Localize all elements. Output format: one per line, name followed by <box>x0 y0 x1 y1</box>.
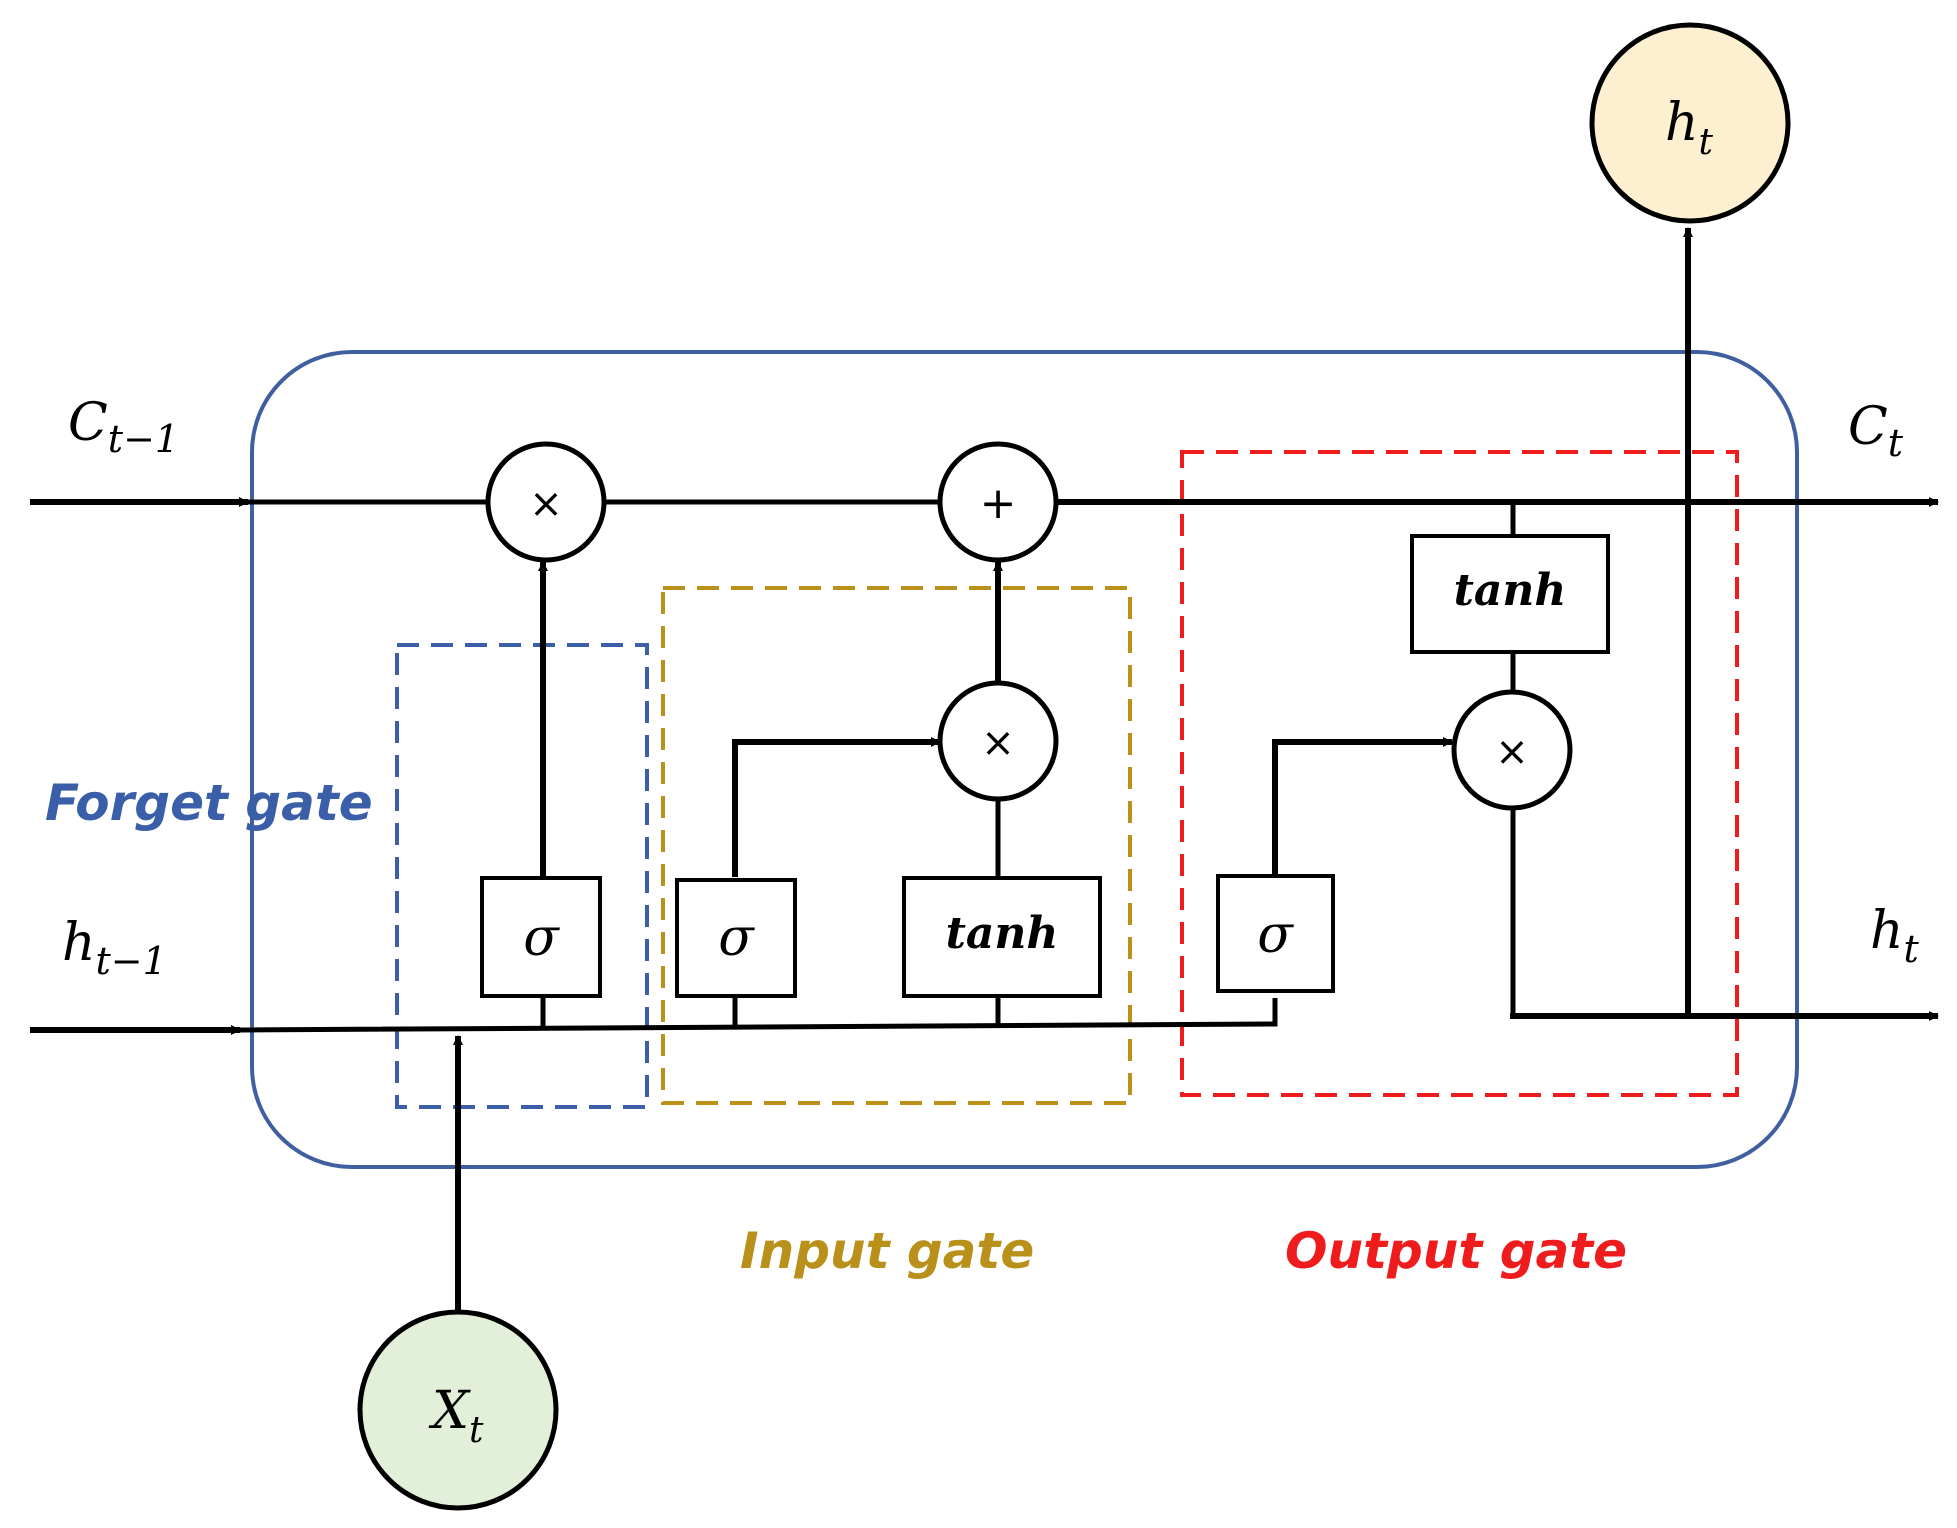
output-tanh-box: tanh <box>1410 534 1610 654</box>
output-multiply-node: × <box>1451 689 1573 811</box>
output-sigma-box: σ <box>1216 874 1335 993</box>
svg-text:Xt: Xt <box>428 1381 484 1451</box>
svg-text:σ: σ <box>718 908 755 968</box>
forget-gate-label: Forget gate <box>45 774 373 832</box>
forget-gate-box <box>395 643 649 1109</box>
h-output-node: ht <box>1589 22 1791 224</box>
svg-text:×: × <box>1495 729 1529 775</box>
svg-text:tanh: tanh <box>1454 565 1567 616</box>
c-t-label: Ct <box>1848 397 1904 465</box>
svg-text:×: × <box>529 481 563 527</box>
forget-sigma-box: σ <box>480 876 602 998</box>
input-sigma-box: σ <box>675 878 797 998</box>
input-sigma-to-mult <box>732 737 941 877</box>
add-node: + <box>937 441 1059 563</box>
lstm-cell-border <box>250 350 1799 1169</box>
output-gate-box <box>1180 450 1739 1097</box>
input-gate-box <box>661 586 1132 1105</box>
output-gate-label: Output gate <box>1285 1222 1627 1280</box>
svg-text:σ: σ <box>523 908 560 968</box>
svg-text:σ: σ <box>1257 905 1294 965</box>
h-prev-label: ht−1 <box>62 913 167 983</box>
svg-text:+: + <box>980 478 1017 529</box>
svg-text:ht: ht <box>1665 93 1714 163</box>
c-prev-label: Ct−1 <box>68 393 179 461</box>
svg-text:×: × <box>981 720 1015 766</box>
svg-text:tanh: tanh <box>946 908 1059 959</box>
hidden-state-line <box>239 998 1278 1033</box>
output-sigma-to-mult <box>1272 737 1453 877</box>
input-gate-label: Input gate <box>740 1222 1034 1280</box>
h-t-label: ht <box>1870 901 1920 971</box>
forget-multiply-node: × <box>485 441 607 563</box>
x-input-node: Xt <box>357 1309 559 1511</box>
input-multiply-node: × <box>937 680 1059 802</box>
input-tanh-box: tanh <box>902 876 1102 998</box>
